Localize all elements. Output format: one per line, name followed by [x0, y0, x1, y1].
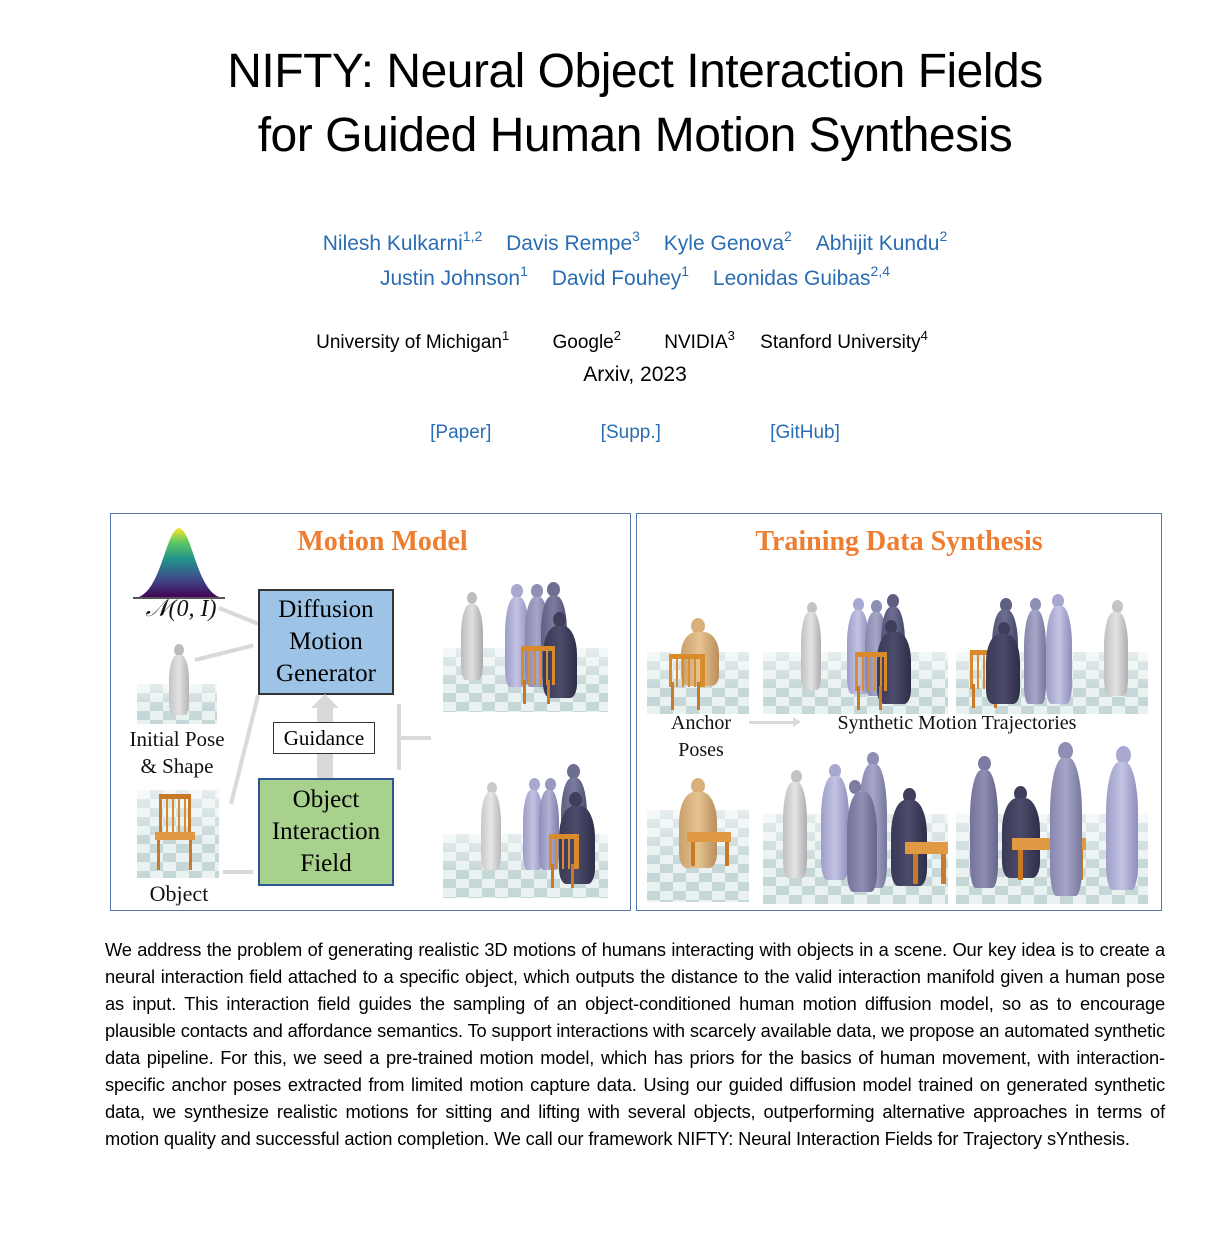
affiliation: NVIDIA3 [664, 328, 735, 353]
author-link[interactable]: Justin Johnson1 [379, 263, 528, 290]
affiliation: University of Michigan1 [316, 328, 510, 353]
guidance-arrowhead-icon [311, 694, 339, 708]
initial-pose-label: Initial Pose & Shape [129, 727, 225, 778]
page-title: NIFTY: Neural Object Interaction Fields … [0, 40, 1230, 168]
object-image [137, 790, 219, 878]
title-line-2: for Guided Human Motion Synthesis [257, 109, 1013, 162]
initial-pose-image [137, 642, 217, 724]
paper-link[interactable]: [Paper] [430, 422, 492, 443]
author-link[interactable]: David Fouhey1 [551, 263, 690, 290]
output-motion-image-1 [443, 582, 608, 712]
synthetic-trajectory-image-4 [956, 742, 1148, 904]
anchor-pose-image-1 [647, 610, 749, 714]
resource-links: [Paper] [Supp.] [GitHub] [0, 422, 1230, 444]
object-label: Object [149, 881, 209, 906]
title-line-1: NIFTY: Neural Object Interaction Fields [227, 45, 1043, 98]
synthetic-trajectory-image-1 [763, 594, 948, 714]
arrow-icon [223, 870, 253, 874]
author-link[interactable]: Davis Rempe3 [506, 228, 640, 255]
author-link[interactable]: Leonidas Guibas2,4 [712, 263, 891, 290]
branch-line [397, 704, 401, 770]
arrow-icon [401, 736, 431, 740]
object-interaction-field-box: Object Interaction Field [258, 778, 394, 886]
arrow-icon [749, 721, 795, 724]
affiliation: Google2 [552, 328, 621, 353]
noise-distribution-label: 𝒩(0, I) [145, 596, 217, 622]
training-data-synthesis-panel: Training Data Synthesis [636, 513, 1162, 911]
diffusion-motion-generator-box: Diffusion Motion Generator [258, 589, 394, 695]
anchor-pose-image-2 [647, 762, 749, 902]
output-motion-image-2 [443, 764, 608, 898]
abstract-text: We address the problem of generating rea… [105, 939, 1165, 1149]
training-data-synthesis-title: Training Data Synthesis [755, 526, 1043, 557]
synthetic-motion-trajectories-label: Synthetic Motion Trajectories [837, 712, 1077, 734]
affiliation-list: University of Michigan1 Google2 NVIDIA3 … [0, 328, 1230, 358]
supp-link[interactable]: [Supp.] [600, 422, 661, 443]
guidance-label: Guidance [273, 722, 375, 754]
gaussian-distribution-icon [133, 528, 225, 599]
venue: Arxiv, 2023 [583, 363, 687, 386]
synthetic-trajectory-image-3 [763, 742, 948, 904]
author-link[interactable]: Abhijit Kundu2 [815, 228, 948, 255]
synthetic-trajectory-image-2 [956, 594, 1148, 714]
arrowhead-icon [793, 717, 801, 727]
author-link[interactable]: Kyle Genova2 [663, 228, 792, 255]
affiliation: Stanford University4 [760, 328, 928, 353]
author-list: Nilesh Kulkarni1,2 Davis Rempe3 Kyle Gen… [0, 226, 1230, 296]
anchor-poses-label: Anchor Poses [671, 712, 731, 761]
author-link[interactable]: Nilesh Kulkarni1,2 [322, 228, 483, 255]
github-link[interactable]: [GitHub] [770, 422, 840, 443]
arrow-icon [229, 694, 261, 805]
motion-model-title: Motion Model [297, 526, 468, 557]
motion-model-panel: Motion Model 𝒩(0, I) Initial Pose & Shap… [110, 513, 631, 911]
